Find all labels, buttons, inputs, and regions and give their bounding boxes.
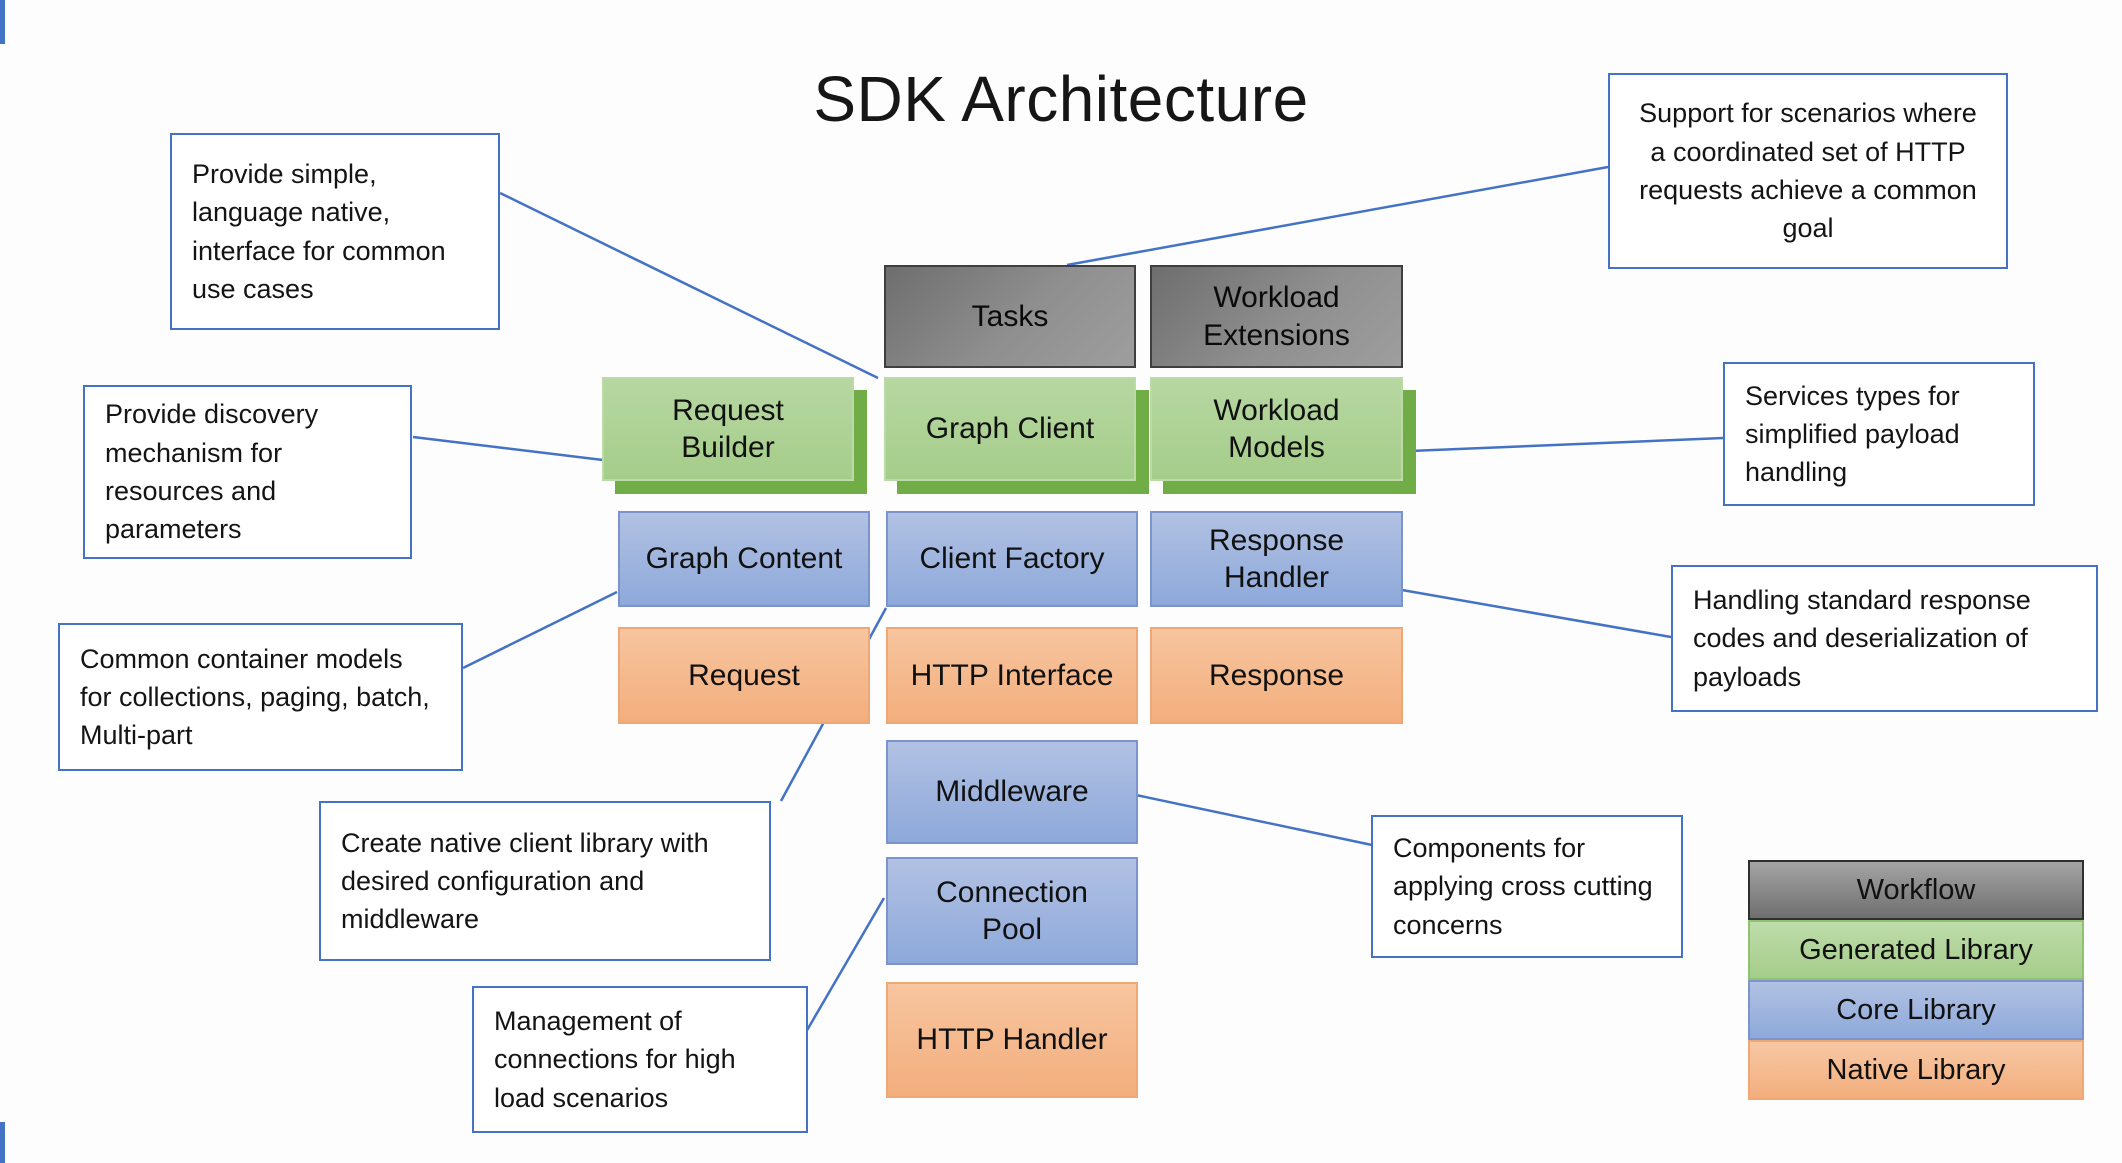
node-http-handler-label: HTTP Handler [916,1023,1108,1057]
connector-service-types-to-workload-models [1409,436,1724,453]
callout-cross-cutting: Components for applying cross cutting co… [1371,815,1683,958]
callout-task-support-text: Support for scenarios where a coordinate… [1639,98,1977,244]
connector-connection-mgmt-to-connection-pool [804,897,886,1033]
node-http-handler: HTTP Handler [886,982,1138,1098]
callout-service-types: Services types for simplified payload ha… [1723,362,2035,506]
callout-response-codes-text: Handling standard response codes and des… [1693,585,2031,692]
node-response-label: Response [1208,658,1345,692]
node-workload-models-label: Workload Models [1213,393,1340,465]
callout-response-codes: Handling standard response codes and des… [1671,565,2098,712]
legend-item-native-library: Native Library [1748,1040,2084,1100]
node-http-interface-label: HTTP Interface [910,658,1114,692]
callout-task-support: Support for scenarios where a coordinate… [1608,73,2008,269]
legend-item-workflow: Workflow [1748,860,2084,920]
connector-container-models-to-graph-content [462,590,618,670]
node-response: Response [1150,627,1403,724]
connector-simple-interface-to-graph-client [499,191,879,380]
node-client-factory: Client Factory [886,511,1138,607]
callout-container-models: Common container models for collections,… [58,623,463,771]
callout-service-types-text: Services types for simplified payload ha… [1745,380,1960,488]
legend-item-workflow-label: Workflow [1856,873,1976,906]
connector-response-codes-to-response-handler [1401,588,1672,639]
screen-edge-artifact-bottom [0,1122,5,1163]
legend-item-generated-library-label: Generated Library [1799,933,2033,966]
node-graph-client-label: Graph Client [925,412,1095,446]
connector-discovery-to-request-builder [412,435,604,462]
node-response-handler: Response Handler [1150,511,1403,607]
legend-item-native-library-label: Native Library [1826,1053,2006,1086]
callout-cross-cutting-text: Components for applying cross cutting co… [1393,833,1653,940]
node-request-builder-label: Request Builder [672,393,784,465]
node-graph-client: Graph Client [884,377,1136,481]
node-response-handler-label: Response Handler [1208,523,1345,595]
callout-discovery-text: Provide discovery mechanism for resource… [105,399,319,545]
node-graph-content: Graph Content [618,511,870,607]
node-tasks-label: Tasks [971,299,1049,333]
node-request: Request [618,627,870,724]
node-connection-pool-label: Connection Pool [936,875,1088,947]
node-graph-content-label: Graph Content [645,542,843,576]
node-workload-extensions-label: Workload Extensions [1203,281,1350,352]
legend-item-generated-library: Generated Library [1748,920,2084,980]
node-middleware: Middleware [886,740,1138,844]
node-middleware-label: Middleware [935,775,1089,809]
node-workload-extensions: Workload Extensions [1150,265,1403,368]
legend-item-core-library-label: Core Library [1836,993,1996,1026]
connector-task-support-to-tasks [1066,165,1609,267]
screen-edge-artifact-top [0,0,5,44]
node-request-builder: Request Builder [602,377,854,481]
node-connection-pool: Connection Pool [886,857,1138,965]
node-http-interface: HTTP Interface [886,627,1138,724]
callout-client-library: Create native client library with desire… [319,801,771,961]
callout-simple-interface: Provide simple, language native, interfa… [170,133,500,330]
callout-discovery: Provide discovery mechanism for resource… [83,385,412,559]
callout-simple-interface-text: Provide simple, language native, interfa… [192,158,446,304]
callout-container-models-text: Common container models for collections,… [80,643,430,751]
node-tasks: Tasks [884,265,1136,368]
node-client-factory-label: Client Factory [919,542,1105,576]
callout-connection-mgmt: Management of connections for high load … [472,986,808,1133]
connector-cross-cutting-to-middleware [1135,793,1373,847]
callout-connection-mgmt-text: Management of connections for high load … [494,1006,736,1113]
callout-client-library-text: Create native client library with desire… [341,827,709,935]
page-title: SDK Architecture [813,63,1309,135]
node-request-label: Request [688,658,800,692]
legend: Workflow Generated Library Core Library … [1748,860,2084,1100]
legend-item-core-library: Core Library [1748,980,2084,1040]
node-workload-models: Workload Models [1150,377,1403,481]
